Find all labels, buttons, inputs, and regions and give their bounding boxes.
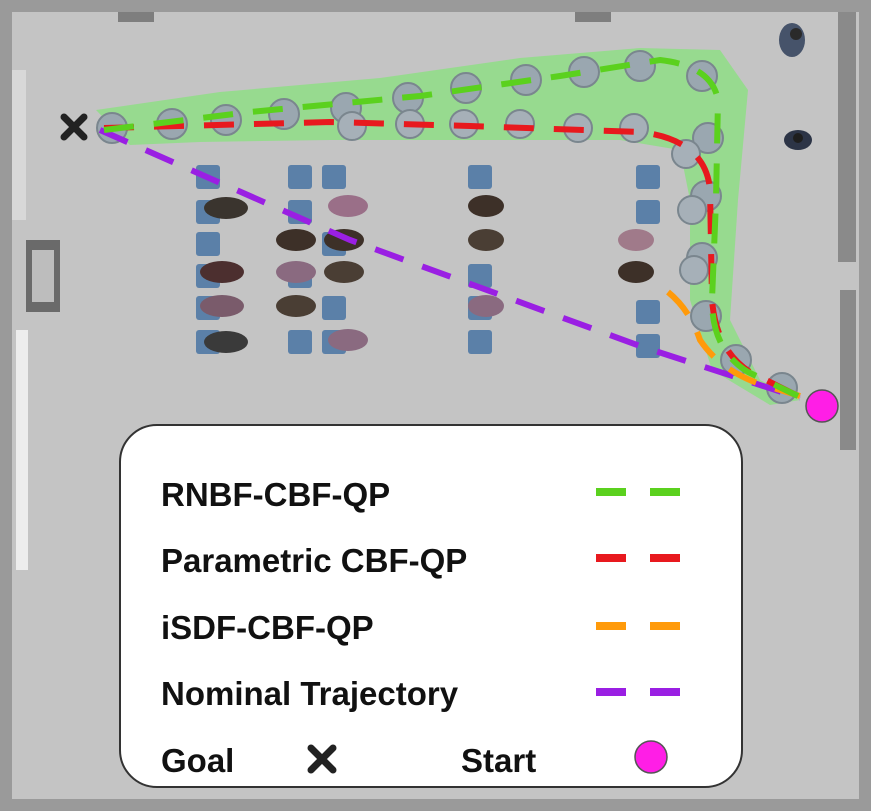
- wall-left: [0, 0, 12, 811]
- legend-label-parametric: Parametric CBF-QP: [161, 542, 468, 579]
- seated-person: [204, 197, 248, 219]
- chair: [468, 165, 492, 189]
- standing-person-head: [793, 133, 803, 143]
- chair: [636, 200, 660, 224]
- legend-label-rnbf: RNBF-CBF-QP: [161, 476, 391, 513]
- standing-person: [779, 23, 805, 57]
- legend-box: RNBF-CBF-QP Parametric CBF-QP iSDF-CBF-Q…: [119, 424, 743, 788]
- dash-segment: [650, 554, 680, 562]
- display-screen: [32, 250, 54, 302]
- seated-person: [618, 261, 654, 283]
- wall-panel-top-left: [118, 12, 154, 22]
- robot: [677, 195, 707, 225]
- robot: [210, 104, 242, 136]
- start-marker: [805, 389, 839, 423]
- seated-person: [200, 261, 244, 283]
- legend-label-isdf: iSDF-CBF-QP: [161, 609, 374, 646]
- wall-top: [0, 0, 871, 12]
- wall-right: [859, 0, 871, 811]
- wall-bottom: [0, 799, 871, 811]
- seated-person: [276, 295, 316, 317]
- legend-label-goal: Goal: [161, 742, 235, 779]
- x-mark-icon: [307, 744, 337, 774]
- chair: [196, 232, 220, 256]
- rnbf-cbf-qp-trajectory: [103, 56, 800, 399]
- chair: [636, 165, 660, 189]
- chair: [288, 165, 312, 189]
- seated-person: [328, 329, 368, 351]
- chair: [322, 296, 346, 320]
- seated-person: [324, 261, 364, 283]
- goal-marker: [60, 113, 88, 141]
- wall-segment-right-bottom: [840, 290, 856, 450]
- wall-post-left-mid: [16, 330, 28, 570]
- seated-person: [204, 331, 248, 353]
- dash-segment: [596, 622, 626, 630]
- chair: [636, 334, 660, 358]
- dash-segment: [650, 488, 680, 496]
- dash-segment: [596, 488, 626, 496]
- seated-person: [328, 195, 368, 217]
- dash-segment: [596, 554, 626, 562]
- dash-segment: [650, 688, 680, 696]
- legend-swatch-rnbf: [596, 488, 680, 496]
- standing-person-head: [790, 28, 802, 40]
- robot: [619, 113, 649, 143]
- seating-area: [196, 165, 660, 358]
- seated-person: [618, 229, 654, 251]
- chair: [322, 165, 346, 189]
- standing-people: [779, 23, 812, 150]
- nominal-trajectory: [98, 127, 801, 401]
- x-mark-icon: [60, 113, 88, 141]
- magenta-circle-icon: [634, 740, 668, 774]
- chair: [468, 330, 492, 354]
- chair: [468, 264, 492, 288]
- seated-person: [468, 295, 504, 317]
- legend-swatch-isdf: [596, 622, 680, 630]
- dash-segment: [596, 688, 626, 696]
- wall-panel-top-right: [575, 12, 611, 22]
- isdf-cbf-qp-trajectory: [666, 289, 801, 399]
- legend-swatch-parametric: [596, 554, 680, 562]
- legend-label-nominal: Nominal Trajectory: [161, 675, 459, 712]
- chair: [288, 330, 312, 354]
- robot: [337, 111, 367, 141]
- seated-person: [200, 295, 244, 317]
- legend-swatch-nominal: [596, 688, 680, 696]
- wall-post-left-top: [12, 70, 26, 220]
- robot: [671, 139, 701, 169]
- seated-person: [276, 229, 316, 251]
- seated-person: [468, 229, 504, 251]
- parametric-cbf-qp-trajectory: [103, 118, 800, 399]
- robot: [505, 109, 535, 139]
- legend-label-start: Start: [461, 742, 537, 779]
- seated-person: [468, 195, 504, 217]
- seated-person: [276, 261, 316, 283]
- wall-segment-right-top: [838, 12, 856, 262]
- chair: [636, 300, 660, 324]
- dash-segment: [650, 622, 680, 630]
- robot: [679, 255, 709, 285]
